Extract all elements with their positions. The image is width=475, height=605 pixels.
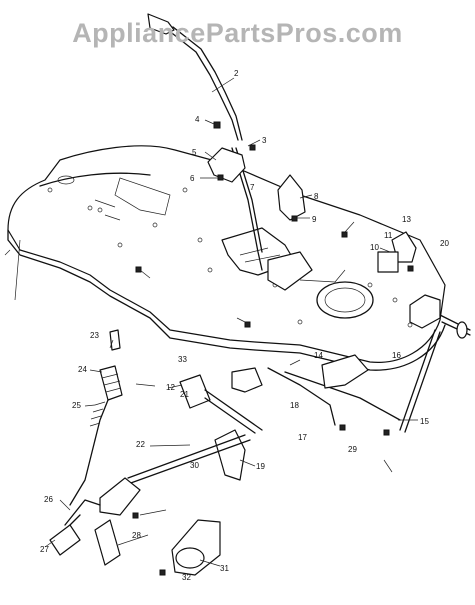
callout-11: 11 [384, 231, 393, 240]
callout-5: 5 [192, 148, 197, 157]
callout-15: 15 [420, 417, 429, 426]
link-plate [179, 374, 211, 409]
callout-9: 9 [312, 215, 317, 224]
callout-20: 20 [440, 239, 449, 248]
spring-assembly [69, 329, 123, 506]
lift-link-rod [267, 367, 336, 426]
frame-plate [4, 145, 446, 371]
callout-28: 28 [132, 531, 141, 540]
callout-7: 7 [250, 183, 255, 192]
watermark: AppliancePartsPros.com [72, 18, 403, 48]
leader-lines [44, 77, 418, 567]
callout-26: 26 [44, 495, 53, 504]
callout-labels: 2 3 4 5 6 7 8 9 10 11 12 13 14 15 16 17 … [40, 69, 449, 582]
callout-13: 13 [402, 215, 411, 224]
callout-33: 33 [178, 355, 187, 364]
callout-18: 18 [290, 401, 299, 410]
callout-24: 24 [78, 365, 87, 374]
callout-8: 8 [314, 192, 319, 201]
callout-23: 23 [90, 331, 99, 340]
deck-bracket [321, 354, 369, 389]
callout-2: 2 [234, 69, 239, 78]
callout-16: 16 [392, 351, 401, 360]
callout-10: 10 [370, 243, 379, 252]
long-rod [127, 434, 251, 485]
callout-19: 19 [256, 462, 265, 471]
lift-handle [147, 13, 243, 141]
callout-21: 21 [180, 390, 189, 399]
callout-12: 12 [166, 383, 175, 392]
callout-6: 6 [190, 174, 195, 183]
mount-block [171, 519, 221, 576]
callout-31: 31 [220, 564, 229, 573]
handle-bracket [207, 147, 246, 183]
callout-4: 4 [195, 115, 200, 124]
callout-30: 30 [190, 461, 199, 470]
callout-27: 27 [40, 545, 49, 554]
callout-17: 17 [298, 433, 307, 442]
callout-32: 32 [182, 573, 191, 582]
spacer [377, 251, 399, 273]
lower-bracket [214, 429, 246, 481]
callout-22: 22 [136, 440, 145, 449]
callout-3: 3 [262, 136, 267, 145]
pivot-bracket [277, 174, 306, 221]
callout-29: 29 [348, 445, 357, 454]
hardware-bolts [132, 121, 414, 576]
callout-25: 25 [72, 401, 81, 410]
link-bracket [231, 367, 263, 393]
right-shaft [399, 294, 471, 433]
callout-14: 14 [314, 351, 323, 360]
pedal-lever [49, 477, 141, 566]
